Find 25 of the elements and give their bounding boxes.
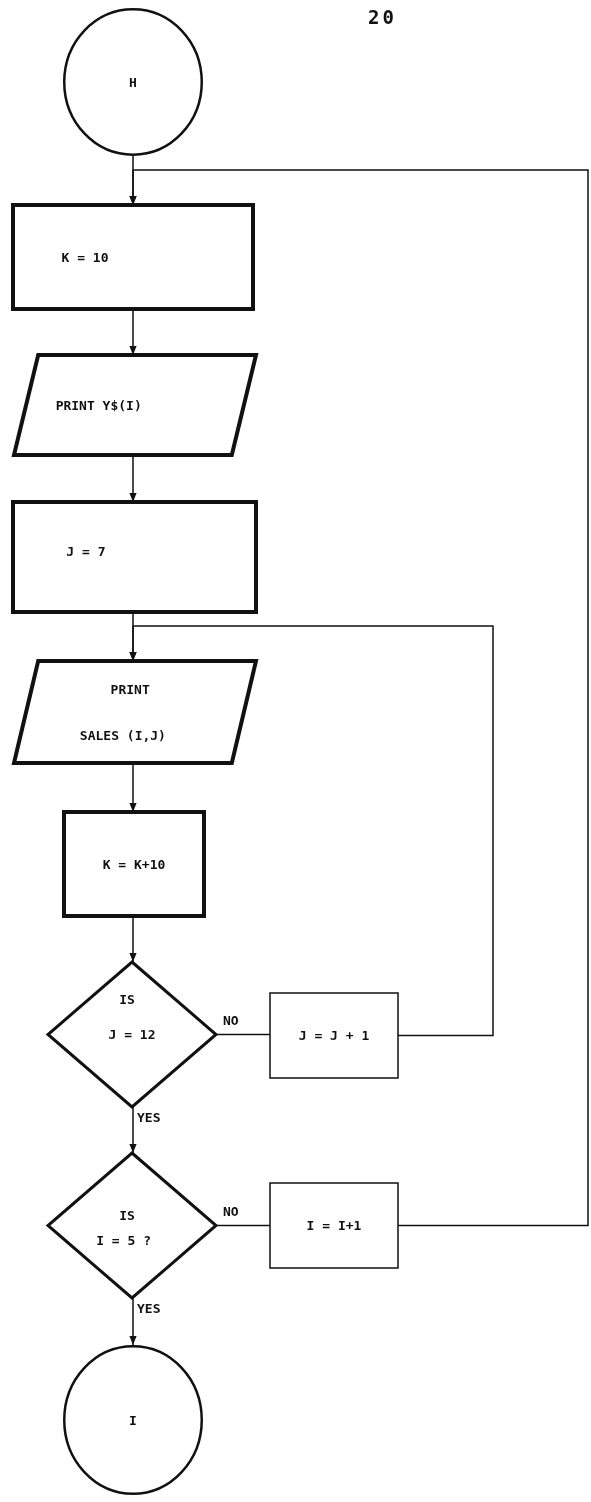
arrow bbox=[129, 625, 494, 1037]
node-text: K = 10 bbox=[61, 249, 109, 265]
page-number: 20 bbox=[368, 6, 397, 28]
edge-label: YES bbox=[136, 1302, 162, 1316]
arrow bbox=[129, 1297, 137, 1346]
node-text: K = K+10 bbox=[102, 856, 166, 872]
node-text: PRINT bbox=[110, 682, 150, 698]
node-text: J = 7 bbox=[66, 544, 106, 559]
node-text: IS bbox=[119, 992, 135, 1008]
edge-label: NO bbox=[222, 1204, 240, 1219]
node-text: SALES (I,J) bbox=[79, 727, 166, 743]
node-text: I bbox=[129, 1412, 137, 1428]
node-text: J = J + 1 bbox=[298, 1028, 370, 1043]
edge-label: YES bbox=[136, 1111, 162, 1125]
connector-line bbox=[215, 1224, 271, 1227]
connector-line bbox=[215, 1033, 271, 1036]
node-text: I = 5 ? bbox=[96, 1232, 151, 1248]
edge-label: NO bbox=[222, 1013, 240, 1028]
node-text: IS bbox=[119, 1207, 135, 1223]
node-text: J = 12 bbox=[108, 1027, 156, 1042]
node-text: H bbox=[129, 74, 137, 90]
arrow bbox=[129, 169, 589, 1227]
node-text: PRINT Y$(I) bbox=[55, 397, 142, 413]
node-text: I = I+1 bbox=[306, 1218, 362, 1233]
arrow bbox=[129, 1106, 137, 1154]
